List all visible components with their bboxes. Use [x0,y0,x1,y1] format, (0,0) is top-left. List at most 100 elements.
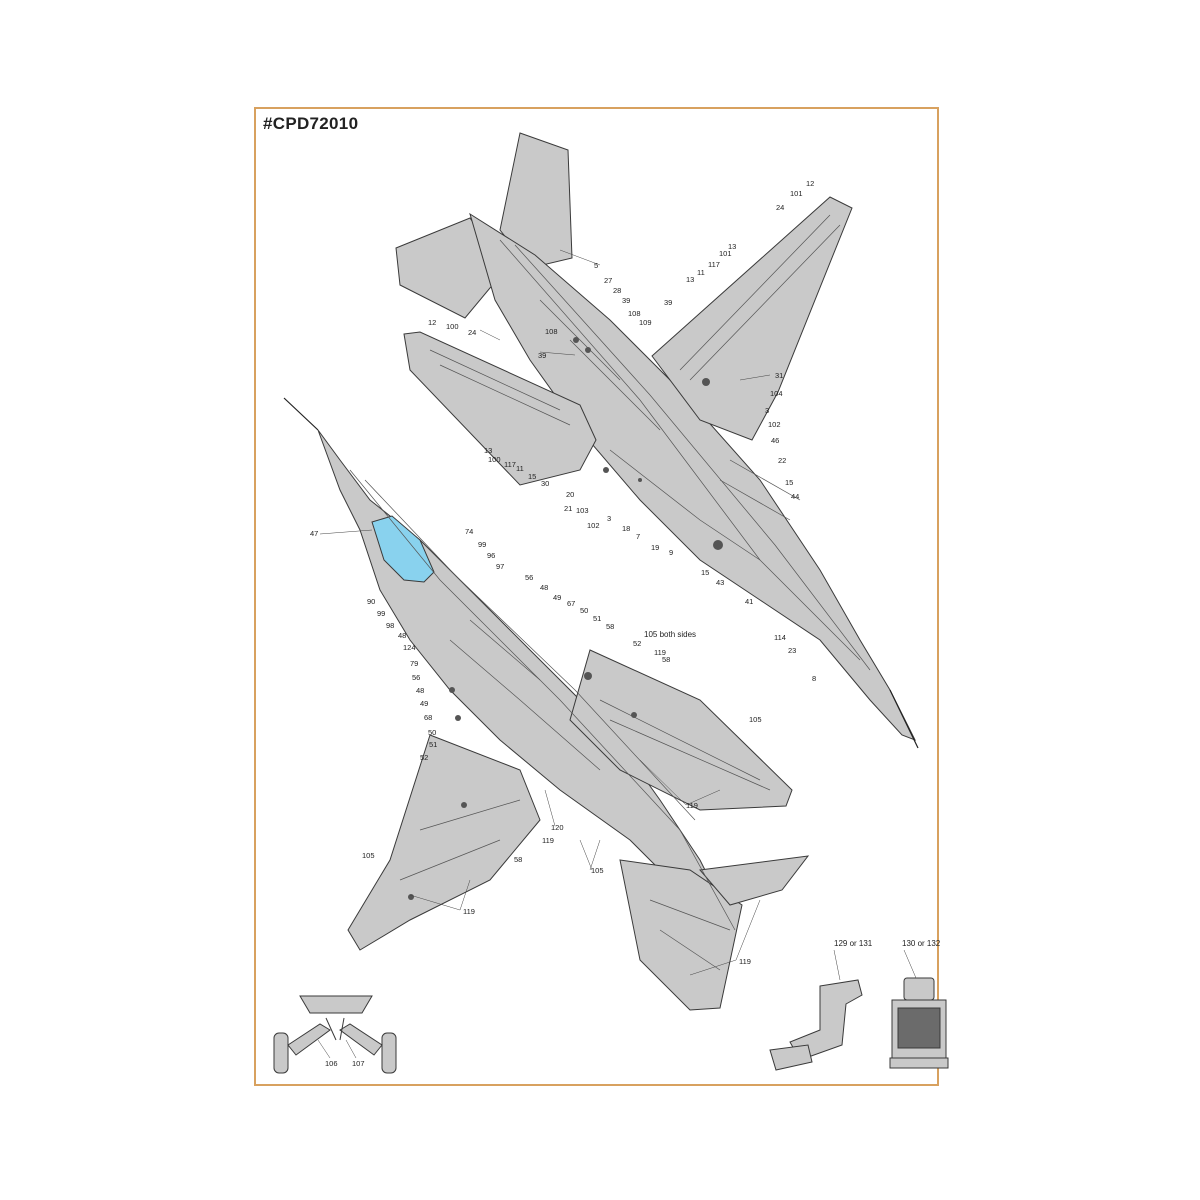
upper-aircraft-callout: 3 [765,406,769,415]
upper-aircraft-callout: 24 [468,328,476,337]
lower-aircraft-callout: 52 [633,639,641,648]
lower-aircraft-callout: 105 [749,715,762,724]
lower-aircraft-callout: 99 [377,609,385,618]
upper-aircraft-callout: 19 [651,543,659,552]
lower-aircraft-callout: 129 or 131 [834,939,873,948]
ejection-seat-side-inset [769,979,863,1071]
upper-aircraft-callout: 104 [770,389,783,398]
lower-aircraft-callout: 48 [416,686,424,695]
upper-aircraft-callout: 15 [528,472,536,481]
lower-wing-left [347,734,541,951]
lower-aircraft [283,397,810,1011]
lower-aircraft-callout: 96 [487,551,495,560]
upper-aircraft-callout: 13 [686,275,694,284]
upper-aircraft-callout: 11 [516,464,524,473]
upper-aircraft-callout: 100 [488,455,501,464]
lower-aircraft-callout: 67 [567,599,575,608]
lower-aircraft-callout: 105 [591,866,604,875]
upper-aircraft-callout: 39 [622,296,630,305]
upper-aircraft-callout: 109 [639,318,652,327]
upper-aircraft-callout: 101 [719,249,732,258]
upper-aircraft-callout: 15 [785,478,793,487]
upper-aircraft-callout: 31 [775,371,783,380]
lower-aircraft-callout: 48 [398,631,406,640]
lower-aircraft-callout: 49 [420,699,428,708]
upper-aircraft-callout: 13 [484,446,492,455]
lower-aircraft-callout: 51 [429,740,437,749]
lower-aircraft-callout: 49 [553,593,561,602]
upper-aircraft-callout: 22 [778,456,786,465]
lower-canopy [371,515,435,583]
upper-tailplane-left [395,217,506,319]
upper-aircraft-callout: 44 [791,492,799,501]
upper-aircraft-callout: 101 [790,189,803,198]
lower-aircraft-callout: 119 [542,836,554,845]
lower-aircraft-callout: 97 [496,562,504,571]
ejection-seat-front-inset [889,977,949,1069]
lower-aircraft-callout: 74 [465,527,473,536]
lower-aircraft-callout: 51 [593,614,601,623]
lower-aircraft-callout: 105 both sides [644,630,696,639]
lower-aircraft-callout: 58 [606,622,614,631]
upper-aircraft-callout: 102 [768,420,781,429]
upper-aircraft-callout: 117 [504,460,516,469]
upper-aircraft-callout: 11 [697,268,705,277]
upper-aircraft-callout: 39 [664,298,672,307]
lower-aircraft-callout: 68 [424,713,432,722]
lower-aircraft-callout: 50 [580,606,588,615]
upper-aircraft-callout: 27 [604,276,612,285]
lower-wing-right [569,649,793,811]
lower-aircraft-callout: 50 [428,728,436,737]
upper-aircraft-callout: 46 [771,436,779,445]
lower-aircraft-callout: 119 [463,907,475,916]
lower-tailplane-right [699,855,810,906]
upper-aircraft-callout: 41 [745,597,753,606]
upper-aircraft-callout: 12 [428,318,436,327]
leader-lines [317,249,917,1059]
upper-wing-right [651,196,853,441]
upper-aircraft-callout: 15 [701,568,709,577]
sheet-border [254,107,939,1086]
lower-aircraft-callout: 106 [325,1059,338,1068]
lower-aircraft-callout: 56 [525,573,533,582]
lower-aircraft-callout: 98 [386,621,394,630]
lower-aircraft-callout: 58 [514,855,522,864]
lower-aircraft-callout: 48 [540,583,548,592]
upper-tailfin-right [499,132,573,269]
lower-aircraft-callout: 120 [551,823,564,832]
upper-aircraft-callout: 114 [774,633,786,642]
lower-aircraft-callout: 79 [410,659,418,668]
lower-aircraft-callout: 119 [686,801,698,810]
landing-gear-inset [273,995,397,1074]
upper-aircraft-callout: 9 [669,548,673,557]
upper-aircraft-callout: 13 [728,242,736,251]
upper-aircraft-callout: 100 [446,322,459,331]
lower-aircraft-callout: 130 or 132 [902,939,941,948]
upper-aircraft-callout: 8 [812,674,816,683]
upper-aircraft-callout: 18 [622,524,630,533]
lower-aircraft-callout: 99 [478,540,486,549]
upper-aircraft-callout: 20 [566,490,574,499]
upper-aircraft-callout: 108 [545,327,558,336]
upper-aircraft-callout: 5 [594,261,598,270]
upper-aircraft-callout: 102 [587,521,600,530]
upper-aircraft-callout: 12 [806,179,814,188]
lower-aircraft-callout: 52 [420,753,428,762]
upper-aircraft-callout: 108 [628,309,641,318]
upper-aircraft-callout: 21 [564,504,572,513]
upper-aircraft-callout: 7 [636,532,640,541]
lower-aircraft-callout: 105 [362,851,375,860]
upper-aircraft [395,132,919,749]
lower-aircraft-callout: 56 [412,673,420,682]
upper-aircraft-callout: 23 [788,646,796,655]
lower-aircraft-callout: 124 [403,643,416,652]
lower-aircraft-callout: 119 [739,957,751,966]
upper-aircraft-callout: 43 [716,578,724,587]
lower-aircraft-callout: 107 [352,1059,365,1068]
sheet-code: #CPD72010 [263,114,359,133]
lower-aircraft-callout: 119 [654,648,666,657]
upper-aircraft-callout: 28 [613,286,621,295]
